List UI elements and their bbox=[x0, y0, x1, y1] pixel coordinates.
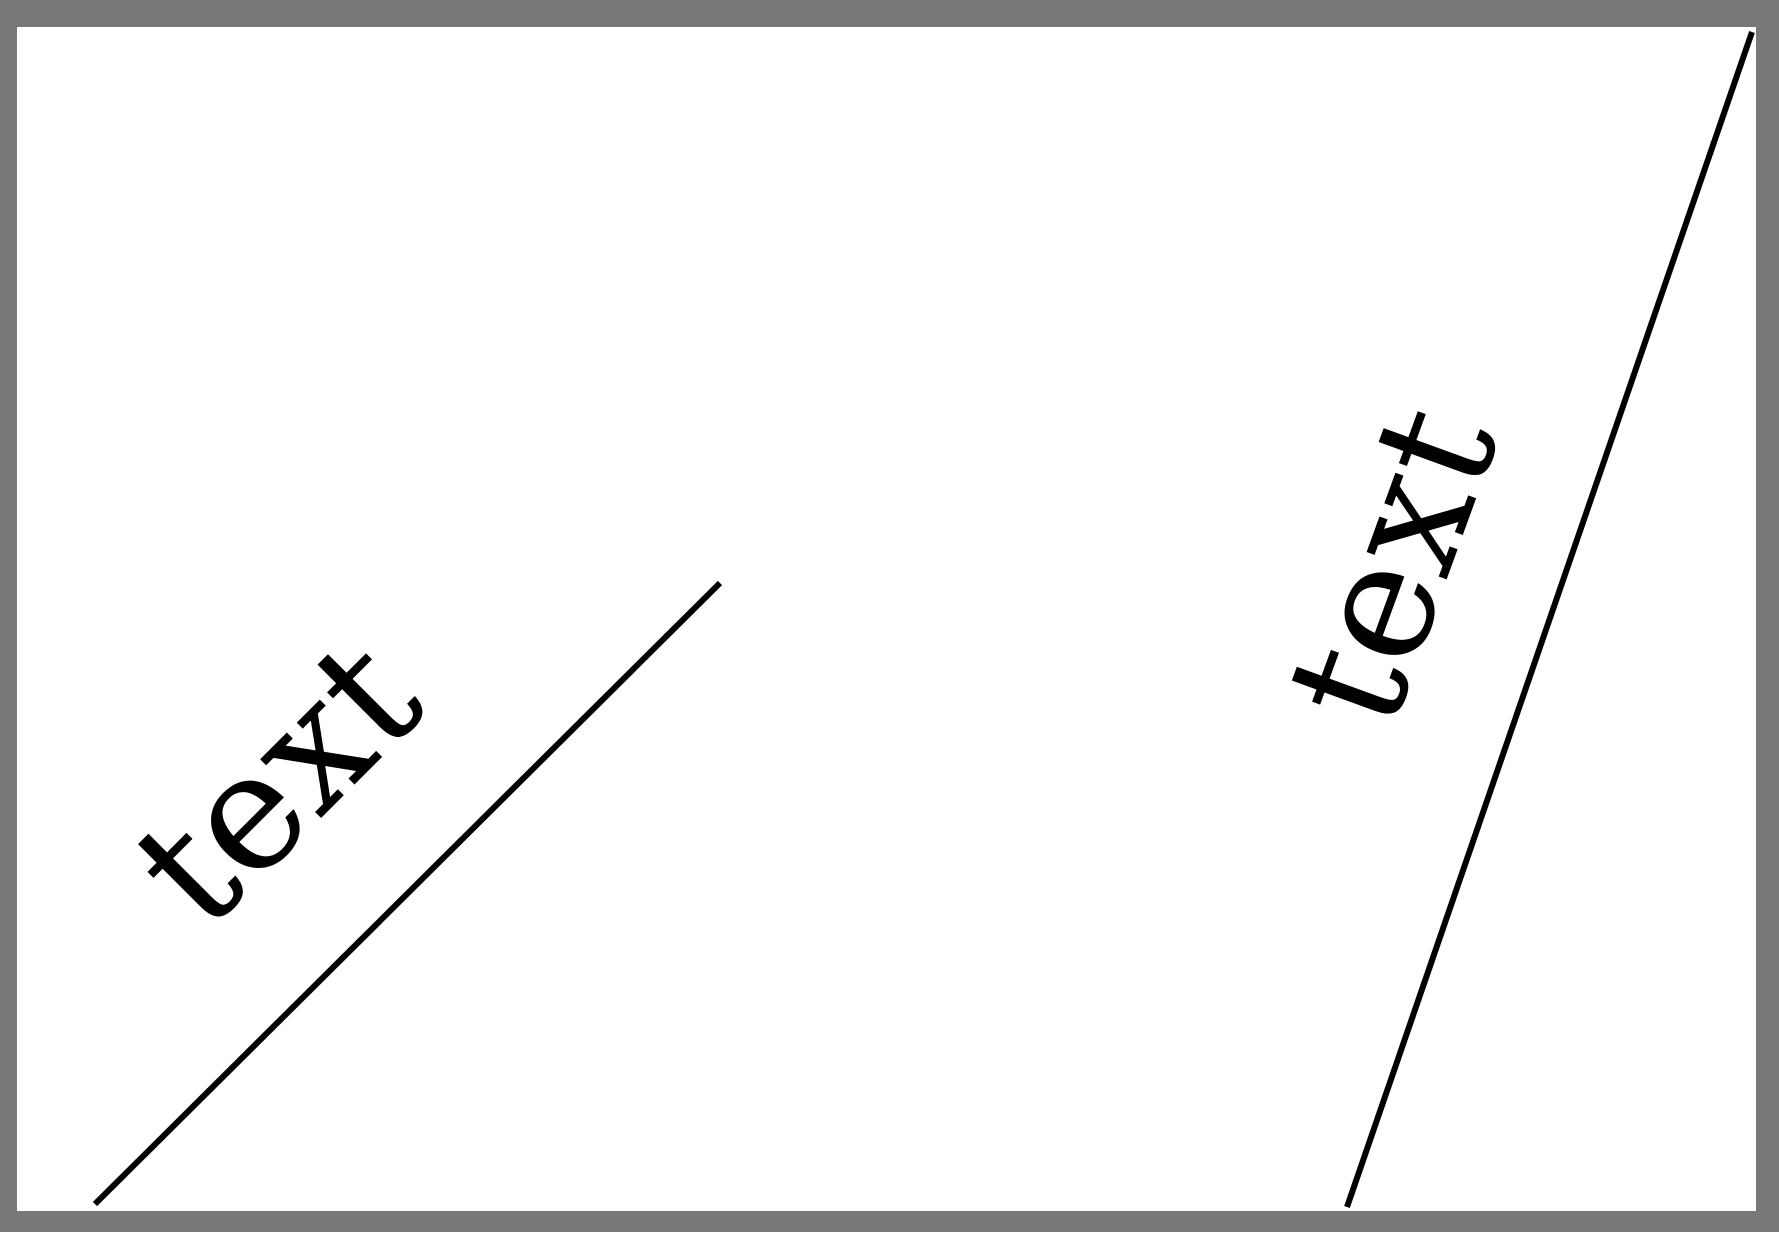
left-line bbox=[92, 580, 723, 1207]
right-line bbox=[1344, 31, 1755, 1208]
drawing-area bbox=[17, 27, 1756, 1211]
